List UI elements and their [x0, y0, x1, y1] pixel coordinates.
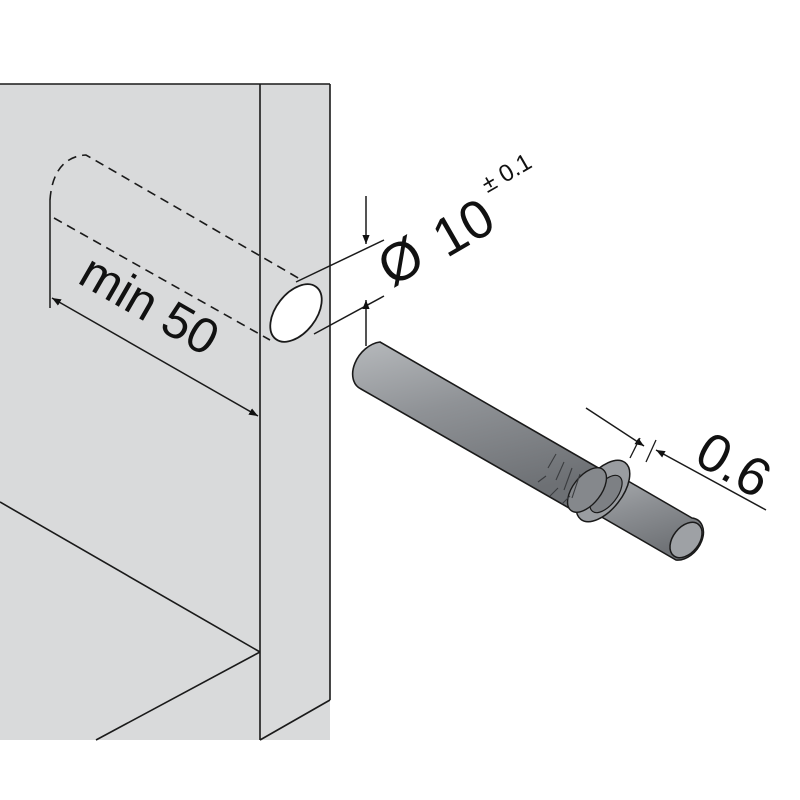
diameter-dimension: Ø 10 ± 0.1 [295, 148, 537, 346]
diameter-value: 10 [422, 187, 504, 269]
pin-grooves [537, 453, 581, 505]
shelf-front-edge [95, 651, 261, 741]
collar-tick-right [645, 439, 657, 463]
bumper-pin [351, 341, 705, 561]
collar-tick-left [629, 437, 641, 459]
diameter-tolerance: ± 0.1 [477, 148, 537, 198]
pin-body [351, 341, 604, 514]
diameter-extension-top [295, 239, 385, 283]
collar-extension-line [585, 407, 645, 447]
panel-bottom-edge [259, 699, 331, 741]
hole-opening [269, 283, 323, 343]
drill-hole [49, 154, 323, 343]
diameter-symbol: Ø [368, 225, 434, 298]
shelf-back-edge [0, 501, 261, 653]
diameter-label-group: Ø 10 ± 0.1 [368, 148, 537, 298]
collar-arrow-line [655, 449, 767, 511]
cabinet-panel [0, 83, 331, 741]
panel-face [0, 84, 330, 740]
depth-arrow-line [51, 297, 259, 417]
pin-rod-end [669, 521, 703, 559]
collar-label: 0.6 [686, 420, 781, 510]
pin-body-end [566, 467, 608, 513]
hole-hidden-outline [49, 154, 301, 341]
diameter-extension-bottom [313, 295, 385, 335]
